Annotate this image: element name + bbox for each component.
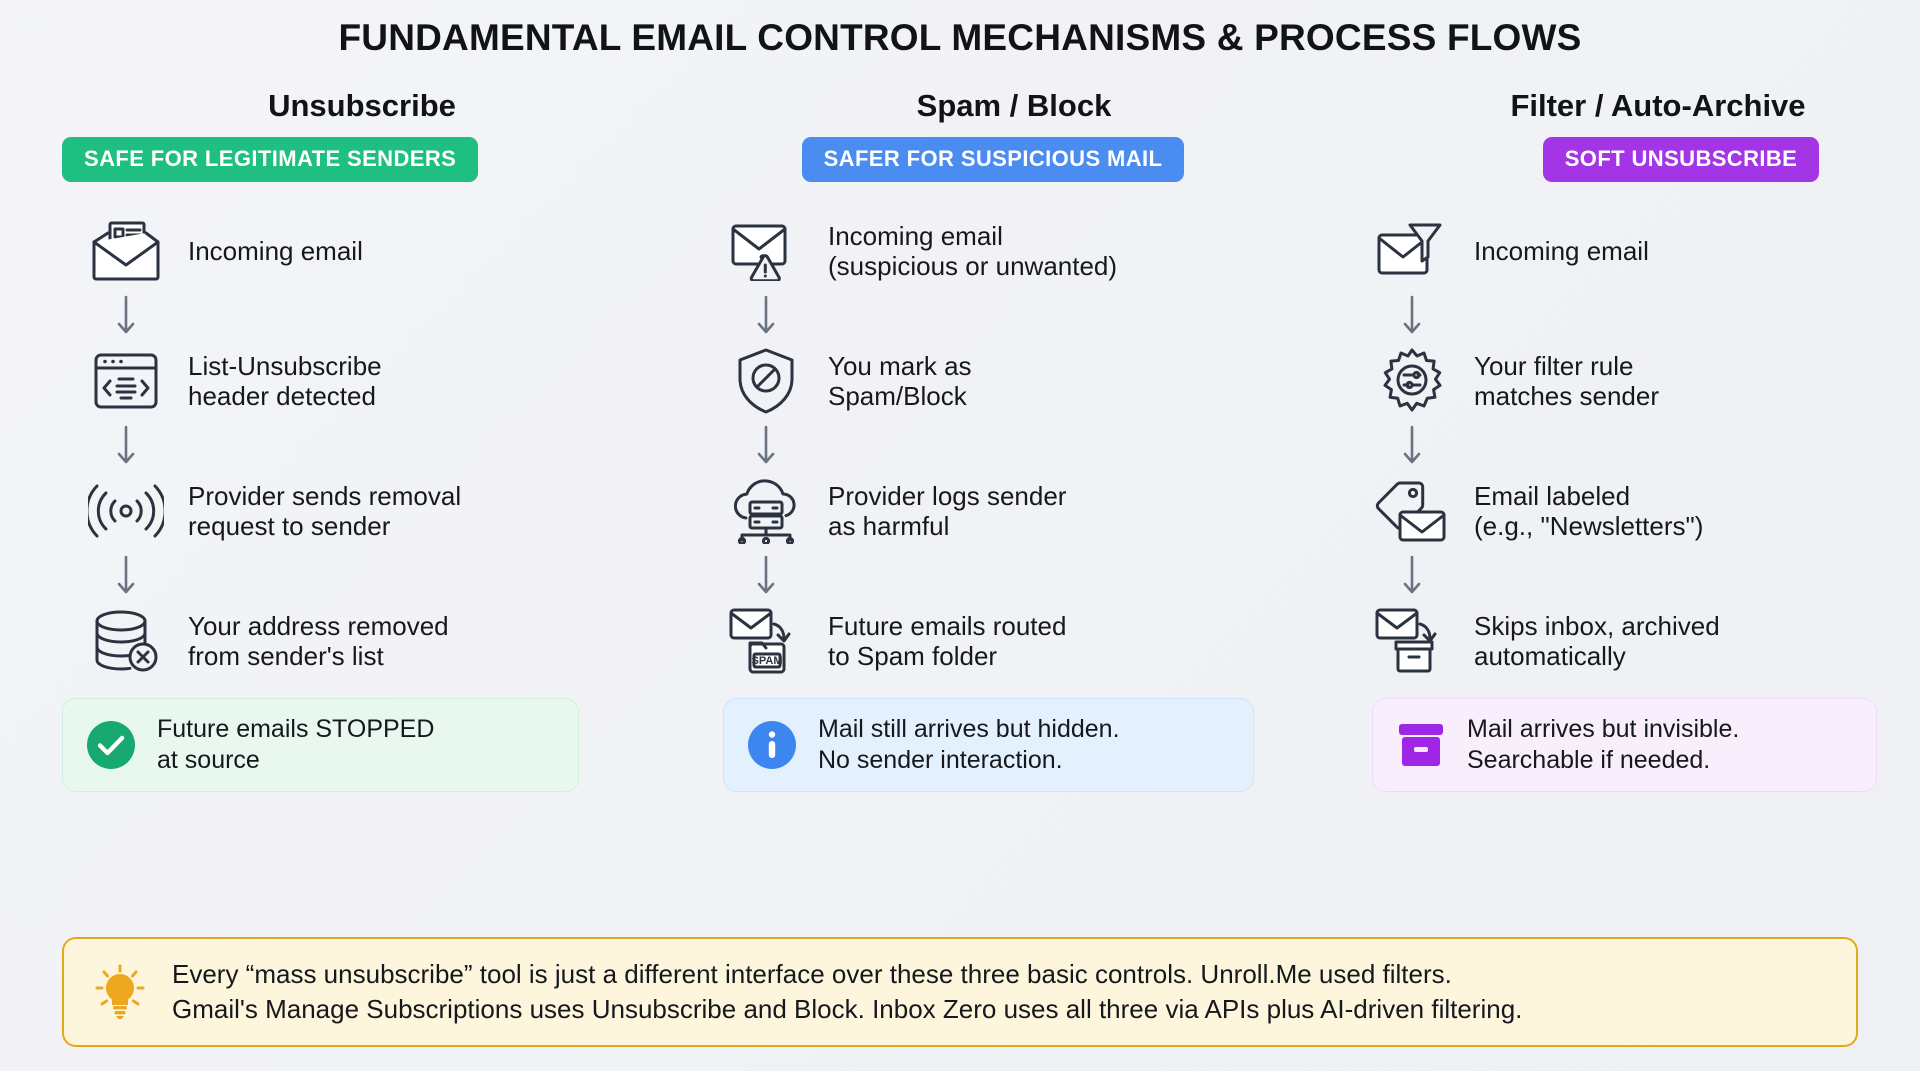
- column-heading-spam-block: Spam / Block: [916, 87, 1112, 123]
- step-label: Provider logs sender as harmful: [828, 480, 1067, 542]
- code-window-icon: [86, 352, 166, 410]
- steps-spam-block: Incoming email (suspicious or unwanted) …: [714, 212, 1314, 680]
- arrow-down-icon: [86, 420, 166, 472]
- arrow-down-icon: [726, 550, 806, 602]
- page-title: FUNDAMENTAL EMAIL CONTROL MECHANISMS & P…: [338, 17, 1582, 58]
- shield-block-icon: [726, 347, 806, 415]
- column-filter-auto-archive: Filter / Auto-Archive SOFT UNSUBSCRIBE I…: [1358, 87, 1920, 792]
- outcome-box-filter: Mail arrives but invisible. Searchable i…: [1372, 697, 1877, 792]
- step-label: Your address removed from sender's list: [188, 610, 449, 672]
- envelope-to-spam-folder-icon: SPAM: [726, 606, 806, 676]
- step-label: Incoming email (suspicious or unwanted): [828, 220, 1118, 282]
- step-label: Provider sends removal request to sender: [188, 480, 462, 542]
- badge-row-filter: SOFT UNSUBSCRIBE: [1358, 136, 1920, 182]
- archive-box-icon: [1395, 722, 1447, 768]
- arrow-down-icon: [86, 550, 166, 602]
- envelope-to-archive-box-icon: [1372, 606, 1452, 676]
- tag-envelope-icon: [1372, 479, 1452, 543]
- step-label: Email labeled (e.g., "Newsletters"): [1474, 480, 1704, 542]
- step-address-removed: Your address removed from sender's list: [86, 602, 662, 680]
- arrow-down-icon: [86, 290, 166, 342]
- steps-unsubscribe: Incoming email: [62, 212, 662, 680]
- badge-soft-unsubscribe: SOFT UNSUBSCRIBE: [1542, 136, 1820, 182]
- step-provider-logs-sender: Provider logs sender as harmful: [726, 472, 1314, 550]
- step-label: List-Unsubscribe header detected: [188, 350, 382, 412]
- step-incoming-email-filter: Incoming email: [1372, 212, 1920, 290]
- step-label: You mark as Spam/Block: [828, 350, 972, 412]
- step-label: Incoming email: [188, 235, 363, 266]
- arrow-down-icon: [1372, 420, 1452, 472]
- step-filter-rule-matches: Your filter rule matches sender: [1372, 342, 1920, 420]
- step-label: Your filter rule matches sender: [1474, 350, 1659, 412]
- outcome-box-spam-block: Mail still arrives but hidden. No sender…: [723, 697, 1254, 792]
- step-provider-sends-removal: Provider sends removal request to sender: [86, 472, 662, 550]
- outcome-label: Mail arrives but invisible. Searchable i…: [1467, 715, 1740, 774]
- step-mark-as-spam: You mark as Spam/Block: [726, 342, 1314, 420]
- step-incoming-email: Incoming email: [86, 212, 662, 290]
- step-incoming-suspicious-email: Incoming email (suspicious or unwanted): [726, 212, 1314, 290]
- envelope-warning-icon: [726, 221, 806, 281]
- footer-tip-box: Every “mass unsubscribe” tool is just a …: [62, 937, 1858, 1047]
- footer-tip-text: Every “mass unsubscribe” tool is just a …: [172, 958, 1523, 1024]
- flow-columns: Unsubscribe SAFE FOR LEGITIMATE SENDERS: [0, 87, 1920, 792]
- outcome-label: Future emails STOPPED at source: [157, 715, 435, 774]
- gear-settings-icon: [1372, 347, 1452, 415]
- envelope-funnel-icon: [1372, 221, 1452, 281]
- step-list-unsubscribe-header: List-Unsubscribe header detected: [86, 342, 662, 420]
- newsletter-envelope-icon: [86, 220, 166, 282]
- info-circle-icon: [746, 720, 798, 770]
- svg-text:SPAM: SPAM: [752, 655, 783, 667]
- arrow-down-icon: [726, 290, 806, 342]
- steps-filter-auto-archive: Incoming email: [1358, 212, 1920, 680]
- step-label: Skips inbox, archived automatically: [1474, 610, 1720, 672]
- outcome-box-unsubscribe: Future emails STOPPED at source: [62, 697, 579, 792]
- badge-safe-for-legitimate-senders: SAFE FOR LEGITIMATE SENDERS: [62, 136, 479, 182]
- arrow-down-icon: [726, 420, 806, 472]
- lightbulb-icon: [90, 964, 150, 1020]
- column-heading-filter-auto-archive: Filter / Auto-Archive: [1510, 87, 1806, 123]
- badge-row-unsubscribe: SAFE FOR LEGITIMATE SENDERS: [62, 136, 662, 182]
- column-heading-unsubscribe: Unsubscribe: [268, 87, 456, 123]
- arrow-down-icon: [1372, 550, 1452, 602]
- step-routed-to-spam-folder: SPAM Future emails routed to Spam folder: [726, 602, 1314, 680]
- column-spam-block: Spam / Block SAFER FOR SUSPICIOUS MAIL: [714, 87, 1314, 792]
- step-label: Future emails routed to Spam folder: [828, 610, 1067, 672]
- arrow-down-icon: [1372, 290, 1452, 342]
- check-circle-icon: [85, 720, 137, 770]
- outcome-label: Mail still arrives but hidden. No sender…: [818, 715, 1120, 774]
- step-skips-inbox-archived: Skips inbox, archived automatically: [1372, 602, 1920, 680]
- cloud-server-icon: [726, 478, 806, 544]
- database-remove-icon: [86, 609, 166, 673]
- badge-safer-for-suspicious-mail: SAFER FOR SUSPICIOUS MAIL: [801, 136, 1185, 182]
- step-label: Incoming email: [1474, 235, 1649, 266]
- column-unsubscribe: Unsubscribe SAFE FOR LEGITIMATE SENDERS: [62, 87, 662, 792]
- step-email-labeled: Email labeled (e.g., "Newsletters"): [1372, 472, 1920, 550]
- badge-row-spam-block: SAFER FOR SUSPICIOUS MAIL: [714, 136, 1314, 182]
- broadcast-signal-icon: [86, 483, 166, 539]
